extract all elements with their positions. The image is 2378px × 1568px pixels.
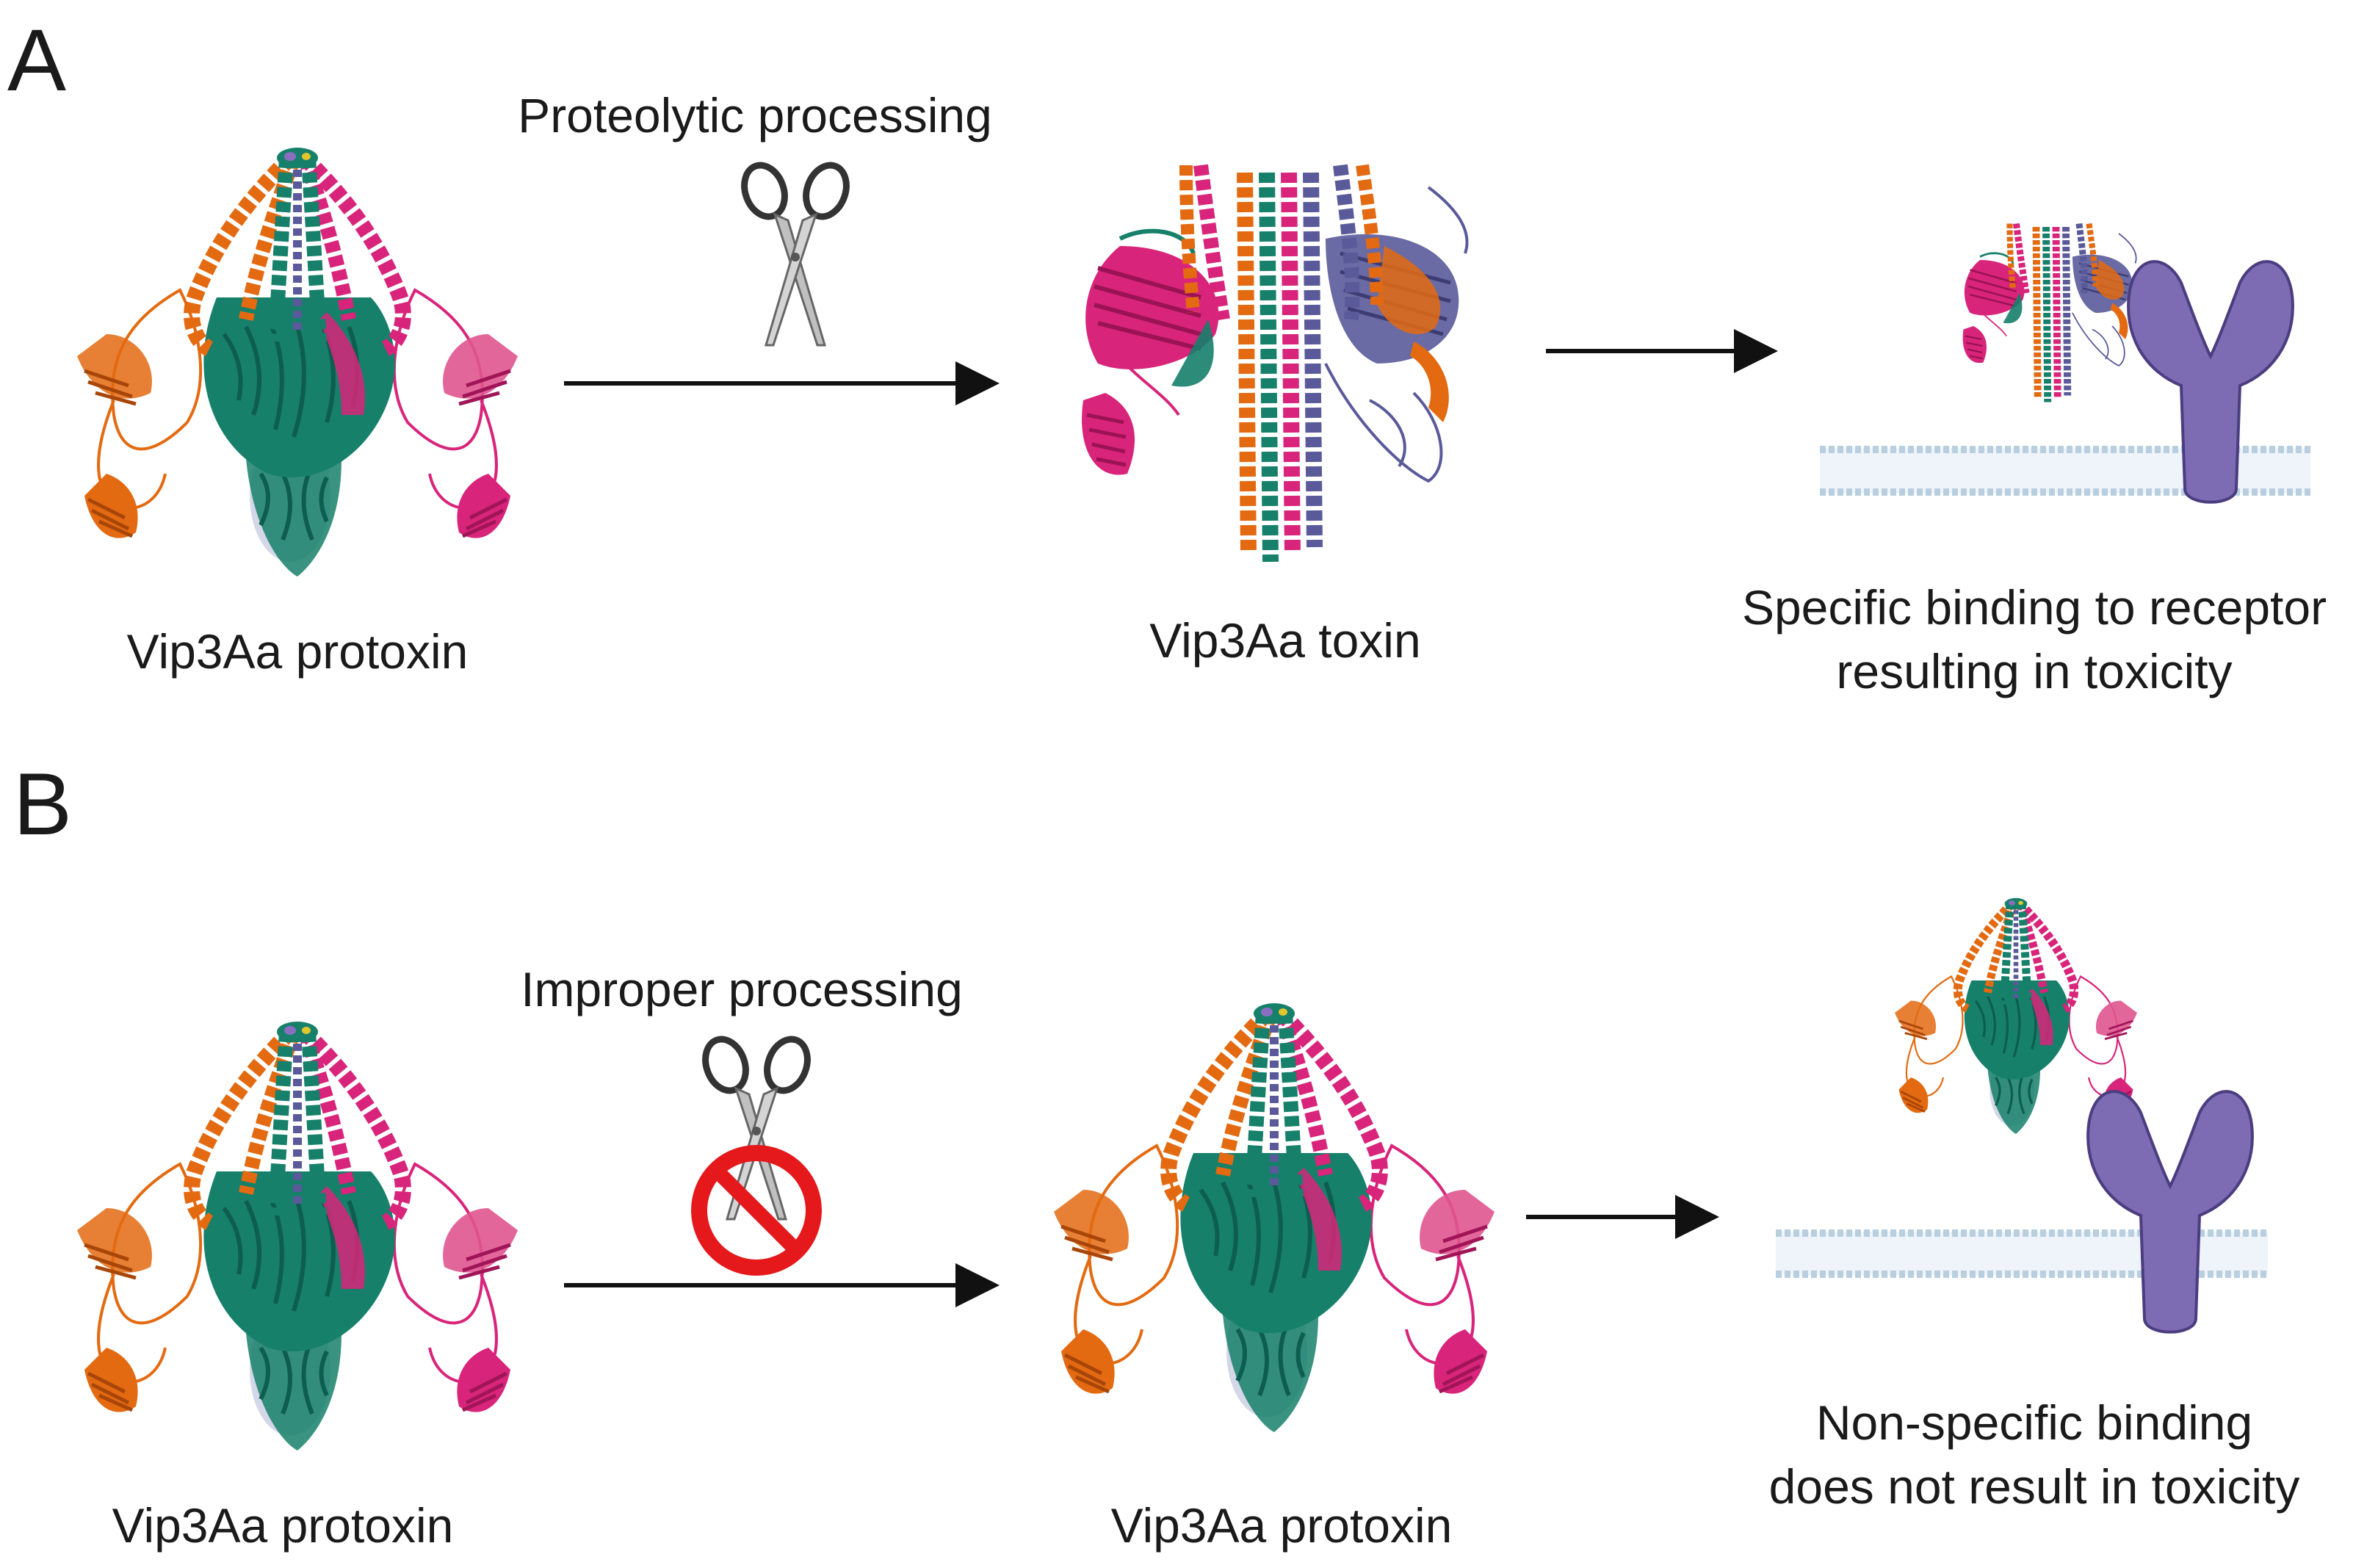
outcome-label-b-line1: Non-specific binding [1815,1395,2253,1450]
panel-letter-b: B [13,755,73,853]
outcome-label-b-line2: does not result in toxicity [1768,1459,2300,1514]
middle-label-a: Vip3Aa toxin [1149,613,1421,668]
receptor-icon-b [2086,1090,2254,1334]
outcome-label-a-line2: resulting in toxicity [1836,644,2233,698]
start-label-b: Vip3Aa protoxin [112,1498,454,1553]
toxin-structure [1082,165,1467,562]
prohibited-icon [691,1033,822,1276]
toxin-bound-structure [1963,224,2136,402]
panel-letter-a: A [7,11,67,109]
scissors-icon [737,159,853,345]
process-label-b: Improper processing [521,962,963,1016]
protoxin-structure-b [77,1022,518,1450]
protoxin-unprocessed-structure [1054,1003,1495,1432]
protoxin-structure-a [77,148,518,577]
start-label-a: Vip3Aa protoxin [126,624,469,679]
process-label-a: Proteolytic processing [518,88,992,142]
outcome-label-a-line1: Specific binding to receptor [1741,580,2327,635]
middle-label-b: Vip3Aa protoxin [1110,1498,1453,1553]
